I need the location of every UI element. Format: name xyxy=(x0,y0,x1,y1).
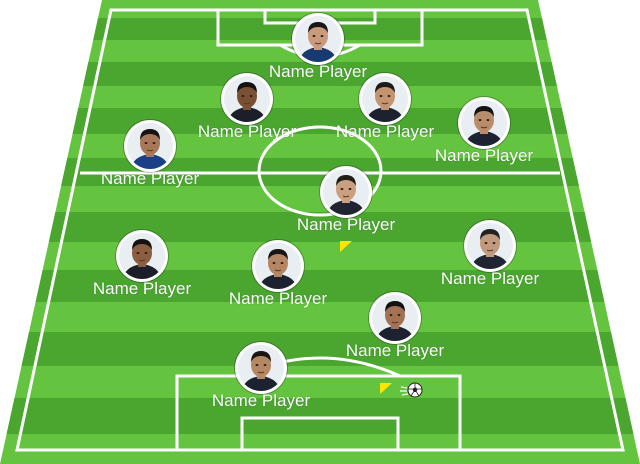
player-photo xyxy=(124,120,176,172)
avatar-icon xyxy=(323,169,369,215)
avatar-icon xyxy=(255,243,301,289)
avatar-icon xyxy=(127,123,173,169)
avatar-icon xyxy=(372,295,418,341)
player-name: Name Player xyxy=(440,269,540,288)
player-p1[interactable]: Name Player xyxy=(238,13,398,80)
player-photo xyxy=(320,166,372,218)
player-name: Name Player xyxy=(92,279,192,298)
player-name: Name Player xyxy=(335,122,435,141)
player-name: Name Player xyxy=(268,62,368,81)
player-p9[interactable]: Name Player xyxy=(410,220,570,287)
player-photo xyxy=(369,292,421,344)
soccer-ball-icon xyxy=(400,382,423,398)
player-photo xyxy=(458,97,510,149)
player-p7[interactable]: Name Player xyxy=(62,230,222,297)
player-p8[interactable]: Name Player xyxy=(198,240,358,307)
player-photo xyxy=(235,342,287,394)
avatar-icon xyxy=(362,76,408,122)
player-p3[interactable]: Name Player xyxy=(305,73,465,140)
touchline-boundary xyxy=(15,8,625,452)
player-name: Name Player xyxy=(345,341,445,360)
bottom-goal-area xyxy=(240,416,400,450)
player-name: Name Player xyxy=(434,146,534,165)
player-photo xyxy=(116,230,168,282)
player-p11[interactable]: Name Player xyxy=(181,342,341,409)
player-name: Name Player xyxy=(197,122,297,141)
avatar-icon xyxy=(295,16,341,62)
player-name: Name Player xyxy=(100,169,200,188)
player-p6[interactable]: Name Player xyxy=(266,166,426,233)
player-photo xyxy=(464,220,516,272)
yellow-card-icon xyxy=(340,241,352,252)
avatar-icon xyxy=(119,233,165,279)
yellow-card-icon xyxy=(380,383,392,394)
player-p2[interactable]: Name Player xyxy=(167,73,327,140)
avatar-icon xyxy=(224,76,270,122)
avatar-icon xyxy=(467,223,513,269)
avatar-icon xyxy=(238,345,284,391)
player-photo xyxy=(221,73,273,125)
center-circle xyxy=(257,125,383,217)
player-p4[interactable]: Name Player xyxy=(404,97,564,164)
player-photo xyxy=(252,240,304,292)
player-p10[interactable]: Name Player xyxy=(315,292,475,359)
player-name: Name Player xyxy=(296,215,396,234)
player-photo xyxy=(359,73,411,125)
player-p5[interactable]: Name Player xyxy=(70,120,230,187)
player-photo xyxy=(292,13,344,65)
player-name: Name Player xyxy=(228,289,328,308)
avatar-icon xyxy=(461,100,507,146)
player-name: Name Player xyxy=(211,391,311,410)
bottom-penalty-box xyxy=(175,374,462,450)
